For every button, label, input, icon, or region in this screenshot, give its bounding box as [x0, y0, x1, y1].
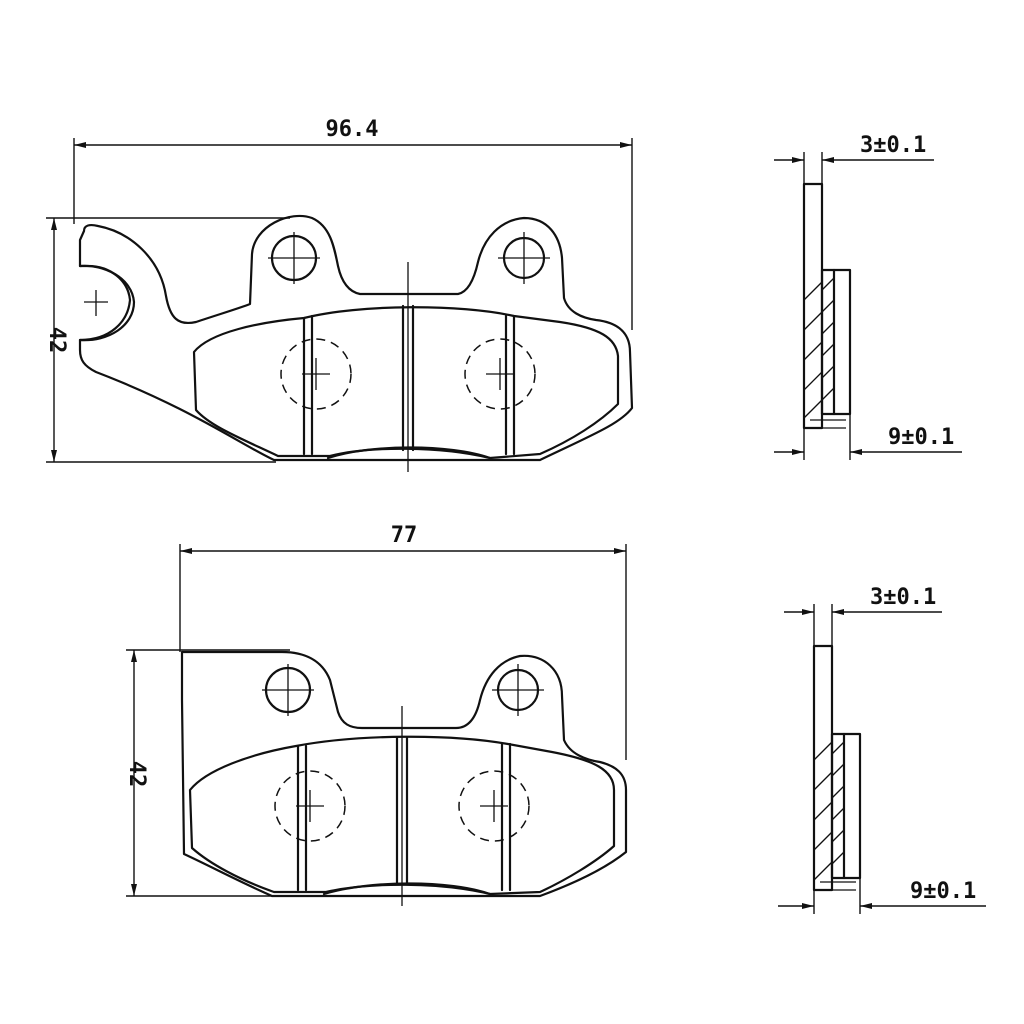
top-side-friction [820, 268, 852, 416]
top-piston-left [280, 338, 352, 410]
bottom-piston-right [458, 770, 530, 842]
top-piston-right [464, 338, 536, 410]
top-backplate-outline [78, 214, 634, 462]
bottom-width-label: 77 [391, 523, 418, 548]
top-side-hatch [803, 277, 835, 419]
top-friction-outline [192, 306, 620, 460]
bottom-side-friction [830, 732, 862, 880]
top-height-dimension: 42 [44, 217, 290, 463]
bottom-backplate-outline [180, 650, 628, 898]
bottom-side-hatch [813, 741, 845, 881]
top-backplate-thickness-label: 3±0.1 [860, 133, 926, 158]
bottom-height-dimension: 42 [124, 649, 290, 897]
top-total-thickness-label: 9±0.1 [888, 425, 954, 450]
bottom-pad-front-view [180, 650, 628, 906]
bottom-side-backplate [812, 644, 834, 892]
bottom-side-view: 3±0.1 9±0.1 [778, 585, 986, 914]
bottom-backplate-thickness-label: 3±0.1 [870, 585, 936, 610]
top-pad-front-view [78, 214, 634, 472]
bottom-friction-outline [188, 735, 616, 896]
top-width-dimension: 96.4 [73, 117, 633, 330]
bottom-bottom-arc [322, 882, 492, 896]
bottom-total-thickness-label: 9±0.1 [910, 879, 976, 904]
top-width-label: 96.4 [326, 117, 379, 142]
top-slot-arc [78, 264, 136, 342]
top-side-backplate [802, 182, 824, 430]
bottom-piston-left [274, 770, 346, 842]
top-bottom-arc [326, 446, 492, 460]
top-side-view: 3±0.1 9±0.1 [774, 133, 962, 460]
bottom-height-label: 42 [124, 761, 149, 788]
bottom-width-dimension: 77 [179, 523, 627, 760]
top-height-label: 42 [44, 327, 69, 354]
